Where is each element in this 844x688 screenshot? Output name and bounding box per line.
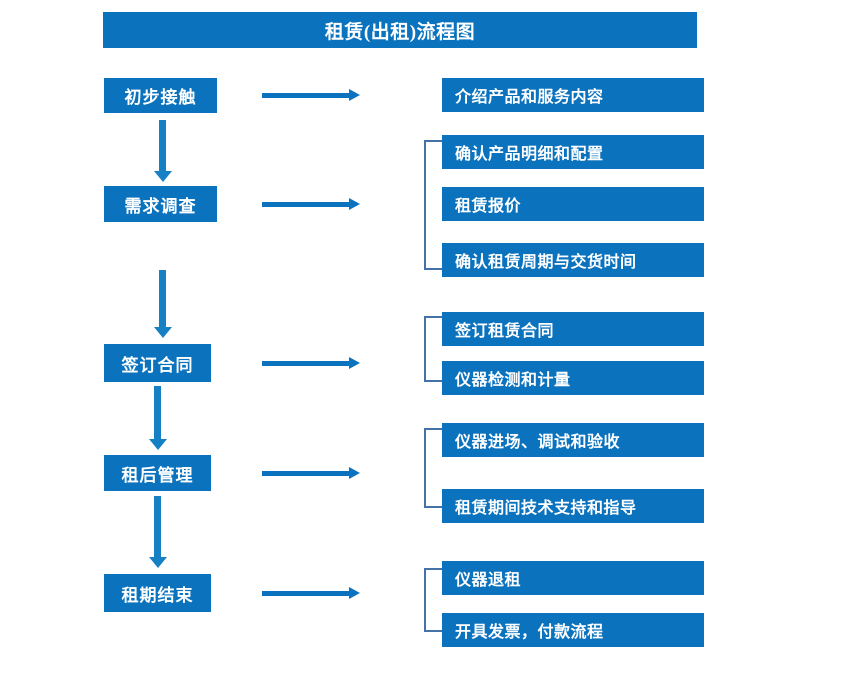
- detail-box-instrument-return[interactable]: 仪器退租: [442, 561, 704, 595]
- horizontal-arrow-to-end-details: [262, 587, 360, 599]
- stage-box-demand-survey[interactable]: 需求调查: [104, 186, 217, 222]
- diagram-title: 租赁(出租)流程图: [103, 12, 697, 48]
- detail-box-instrument-entry-commissioning[interactable]: 仪器进场、调试和验收: [442, 423, 704, 457]
- bracket-contract-group: [424, 316, 442, 382]
- stage-box-post-rental-management[interactable]: 租后管理: [104, 455, 211, 491]
- vertical-arrow-contract-to-management: [148, 386, 168, 450]
- stage-box-rental-end[interactable]: 租期结束: [104, 574, 211, 612]
- detail-box-confirm-rental-period[interactable]: 确认租赁周期与交货时间: [442, 243, 704, 277]
- detail-box-invoice-payment[interactable]: 开具发票，付款流程: [442, 613, 704, 647]
- stage-box-sign-contract[interactable]: 签订合同: [104, 344, 211, 382]
- bracket-end-group: [424, 568, 442, 632]
- detail-box-confirm-product-details[interactable]: 确认产品明细和配置: [442, 135, 704, 169]
- detail-box-sign-rental-contract[interactable]: 签订租赁合同: [442, 312, 704, 346]
- detail-box-introduce-products[interactable]: 介绍产品和服务内容: [442, 78, 704, 112]
- stage-box-initial-contact[interactable]: 初步接触: [104, 78, 217, 113]
- horizontal-arrow-to-contact-details: [262, 89, 360, 101]
- vertical-arrow-survey-to-contract: [153, 270, 173, 338]
- vertical-arrow-management-to-end: [148, 496, 168, 568]
- horizontal-arrow-to-contract-details: [262, 357, 360, 369]
- detail-box-rental-quotation[interactable]: 租赁报价: [442, 187, 704, 221]
- bracket-survey-group: [424, 140, 442, 270]
- detail-box-instrument-inspection[interactable]: 仪器检测和计量: [442, 361, 704, 395]
- vertical-arrow-contact-to-survey: [153, 120, 173, 182]
- bracket-management-group: [424, 428, 442, 508]
- horizontal-arrow-to-survey-details: [262, 198, 360, 210]
- horizontal-arrow-to-management-details: [262, 467, 360, 479]
- detail-box-technical-support[interactable]: 租赁期间技术支持和指导: [442, 489, 704, 523]
